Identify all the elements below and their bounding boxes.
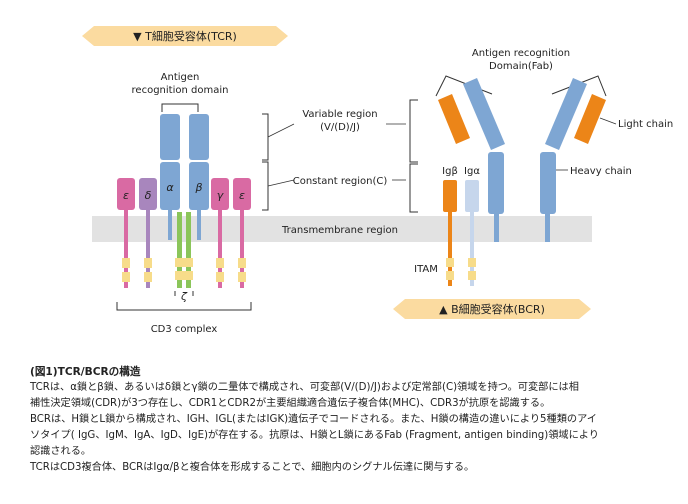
zeta-bracket: [174, 291, 194, 296]
cd3-gamma: [211, 178, 229, 288]
bcr-constant-bracket: [409, 163, 418, 213]
cd3-epsilon-left: [117, 178, 135, 288]
chain-gamma-label: γ: [217, 189, 224, 202]
caption-line-5: 認識される。: [30, 446, 92, 457]
tcr-antigen-bracket: [161, 103, 199, 112]
light-chain-right: [574, 94, 606, 144]
caption-line-3: BCRは、H鎖とL鎖から構成され、IGH、IGL(またはIGK)遺伝子でコードさ…: [30, 414, 597, 425]
bcr-antigen-label-2: Domain(Fab): [489, 61, 553, 72]
constant-connector-left: [267, 179, 295, 187]
cd3-delta: [139, 178, 157, 288]
heavy-chain-right: [540, 78, 587, 242]
caption-line-1: TCRは、α鎖とβ鎖、あるいはδ鎖とγ鎖の二量体で構成され、可変部(V/(D)/…: [30, 382, 579, 393]
tcr-beta-chain: [189, 114, 209, 240]
bcr-antigen-label-1: Antigen recognition: [472, 48, 570, 59]
caption-line-6: TCRはCD3複合体、BCRはIgα/βと複合体を形成することで、細胞内のシグナ…: [30, 462, 475, 473]
chain-beta-label: β: [194, 181, 202, 194]
tcr-banner-label: ▼ T細胞受容体(TCR): [133, 29, 237, 43]
tcr-antigen-label-2: recognition domain: [132, 85, 229, 96]
bcr-banner-label: ▲ B細胞受容体(BCR): [439, 302, 545, 316]
tcr-variable-bracket: [262, 113, 269, 161]
caption-title: (図1)TCR/BCRの構造: [30, 366, 141, 378]
chain-epsilon-left-label: ε: [123, 189, 129, 202]
itam-label: ITAM: [414, 264, 438, 275]
ig-beta-label: Igβ: [442, 166, 458, 177]
tcr-banner: [82, 26, 288, 46]
membrane-band: [92, 216, 592, 242]
tcr-alpha-chain: [160, 114, 180, 240]
bcr-fab-bracket-right: [551, 75, 607, 97]
transmembrane-label: Transmembrane region: [281, 225, 398, 236]
constant-region-label: Constant region(C): [293, 176, 388, 187]
tcr-antigen-label-1: Antigen: [161, 72, 200, 83]
chain-epsilon-right-label: ε: [239, 189, 245, 202]
ig-alpha: [465, 180, 479, 286]
variable-region-label-1: Variable region: [302, 109, 377, 120]
zeta-chains: [175, 212, 193, 288]
cd3-complex-label: CD3 complex: [151, 324, 218, 335]
cd3-complex-bracket: [116, 302, 252, 311]
chain-alpha-label: α: [166, 181, 174, 194]
light-chain-pointer: [599, 117, 617, 125]
figure-caption: (図1)TCR/BCRの構造 TCRは、α鎖とβ鎖、あるいはδ鎖とγ鎖の二量体で…: [30, 364, 670, 476]
ig-alpha-label: Igα: [464, 166, 480, 177]
bcr-banner: [393, 299, 591, 319]
chain-delta-label: δ: [145, 189, 152, 202]
caption-line-4: ソタイプ( IgG、IgM、IgA、IgD、IgE)が存在する。抗原は、H鎖とL…: [30, 430, 599, 441]
heavy-chain-left: [463, 78, 505, 242]
cd3-epsilon-right: [233, 178, 251, 288]
tcr-constant-bracket: [262, 161, 269, 211]
light-chain-label: Light chain: [618, 119, 673, 130]
variable-connector-left: [267, 123, 295, 138]
caption-line-2: 補性決定領域(CDR)が3つ存在し、CDR1とCDR2が主要組織適合遺伝子複合体…: [30, 398, 551, 409]
heavy-chain-label: Heavy chain: [570, 166, 632, 177]
variable-region-label-2: (V/(D)/J): [320, 122, 360, 133]
ig-beta: [443, 180, 457, 286]
bcr-variable-bracket: [409, 99, 418, 163]
zeta-label: ζ: [180, 290, 188, 303]
light-chain-left: [438, 94, 470, 144]
